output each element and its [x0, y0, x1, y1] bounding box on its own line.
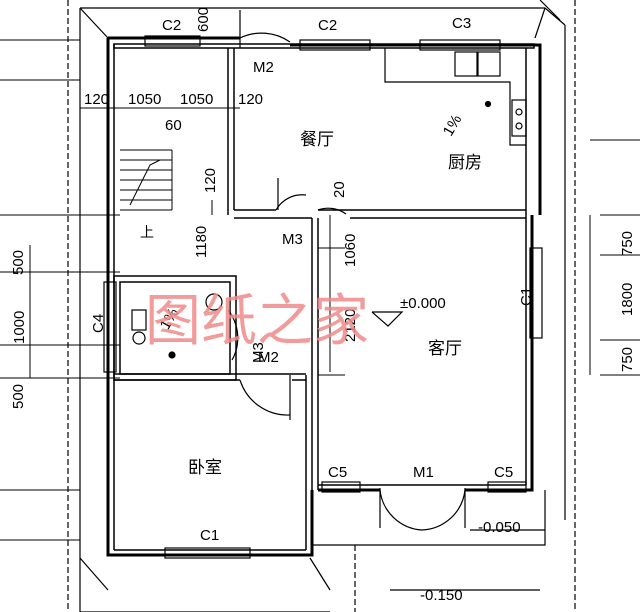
window-c1-bottom: C1	[200, 527, 219, 544]
dim-1060: 1060	[342, 234, 359, 267]
dining-label: 餐厅	[300, 130, 334, 150]
dim-750-a: 750	[619, 231, 636, 256]
dim-20: 20	[331, 181, 348, 198]
level-ground: -0.150	[420, 587, 463, 604]
stair-up-label: 上	[140, 225, 154, 241]
dim-120-a: 120	[84, 91, 109, 108]
door-m1-entry: M1	[413, 464, 434, 481]
watermark-text: 图纸之家	[145, 289, 369, 354]
dim-1180: 1180	[193, 226, 210, 258]
door-m3-bath: M3	[250, 342, 267, 363]
entry-step	[311, 490, 546, 591]
dim-120-b: 120	[238, 91, 263, 108]
dimension-ticks	[80, 107, 345, 376]
dim-1000: 1000	[11, 311, 28, 344]
window-c4: C4	[90, 314, 107, 333]
bath-fixtures	[131, 293, 223, 359]
level-marker	[371, 311, 404, 327]
axis-lines	[0, 39, 640, 541]
interior-walls	[113, 43, 535, 551]
dim-600: 600	[195, 7, 212, 32]
window-c2-mid: C2	[318, 17, 337, 34]
roof-outline	[67, 0, 576, 612]
window-c1-right: C1	[518, 287, 535, 306]
living-label: 客厅	[428, 339, 462, 359]
dim-1800: 1800	[619, 283, 636, 316]
window-c2-left: C2	[162, 17, 181, 34]
dim-500-b: 500	[10, 384, 27, 409]
level-floor: ±0.000	[400, 295, 446, 312]
doors	[227, 10, 466, 531]
dim-120-c: 120	[202, 168, 219, 193]
door-m2-bed: M2	[258, 349, 279, 366]
windows	[103, 35, 543, 559]
dim-60: 60	[165, 117, 182, 134]
dim-750-b: 750	[619, 347, 636, 372]
stair	[120, 149, 173, 211]
kitchen-label: 厨房	[448, 153, 482, 173]
window-c5-left: C5	[328, 464, 347, 481]
dim-1050-b: 1050	[180, 91, 213, 108]
door-m2-top: M2	[253, 59, 274, 76]
slope-kitchen: 1%	[440, 112, 466, 139]
dim-1050-a: 1050	[128, 91, 161, 108]
window-c3: C3	[452, 15, 471, 32]
level-porch: -0.050	[478, 519, 521, 536]
bedroom-label: 卧室	[188, 458, 222, 478]
kitchen-counter	[384, 48, 527, 146]
dim-2120: 2120	[342, 309, 359, 342]
dim-500-a: 500	[10, 250, 27, 275]
door-m3-mid: M3	[282, 231, 303, 248]
window-c5-right: C5	[494, 464, 513, 481]
